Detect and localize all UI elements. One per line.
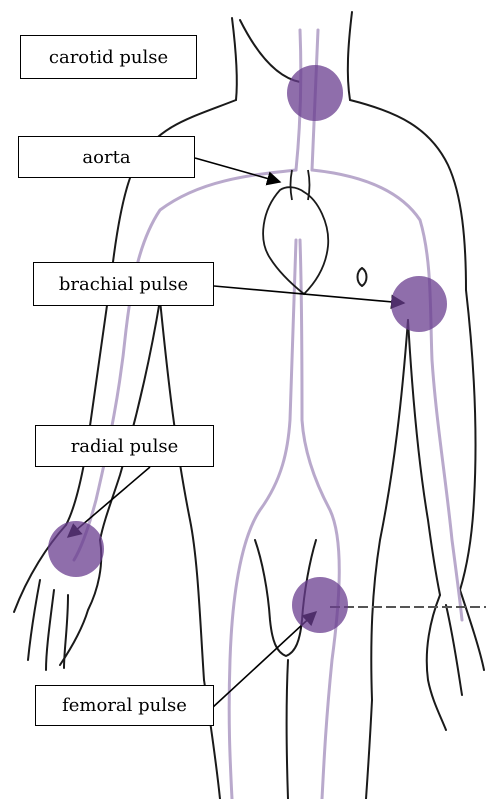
radial-pulse-label: radial pulse bbox=[35, 425, 214, 467]
femoral-pulse-label: femoral pulse bbox=[35, 685, 214, 726]
carotid-pulse-label: carotid pulse bbox=[20, 35, 197, 79]
aorta-label: aorta bbox=[18, 136, 195, 178]
carotid-pulse-marker bbox=[287, 65, 343, 121]
femoral-arrow bbox=[212, 612, 316, 708]
brachial-pulse-label: brachial pulse bbox=[33, 262, 214, 306]
femoral-pulse-marker bbox=[292, 577, 348, 633]
radial-pulse-marker bbox=[48, 521, 104, 577]
brachial-pulse-marker bbox=[391, 276, 447, 332]
body-outline bbox=[14, 12, 484, 799]
